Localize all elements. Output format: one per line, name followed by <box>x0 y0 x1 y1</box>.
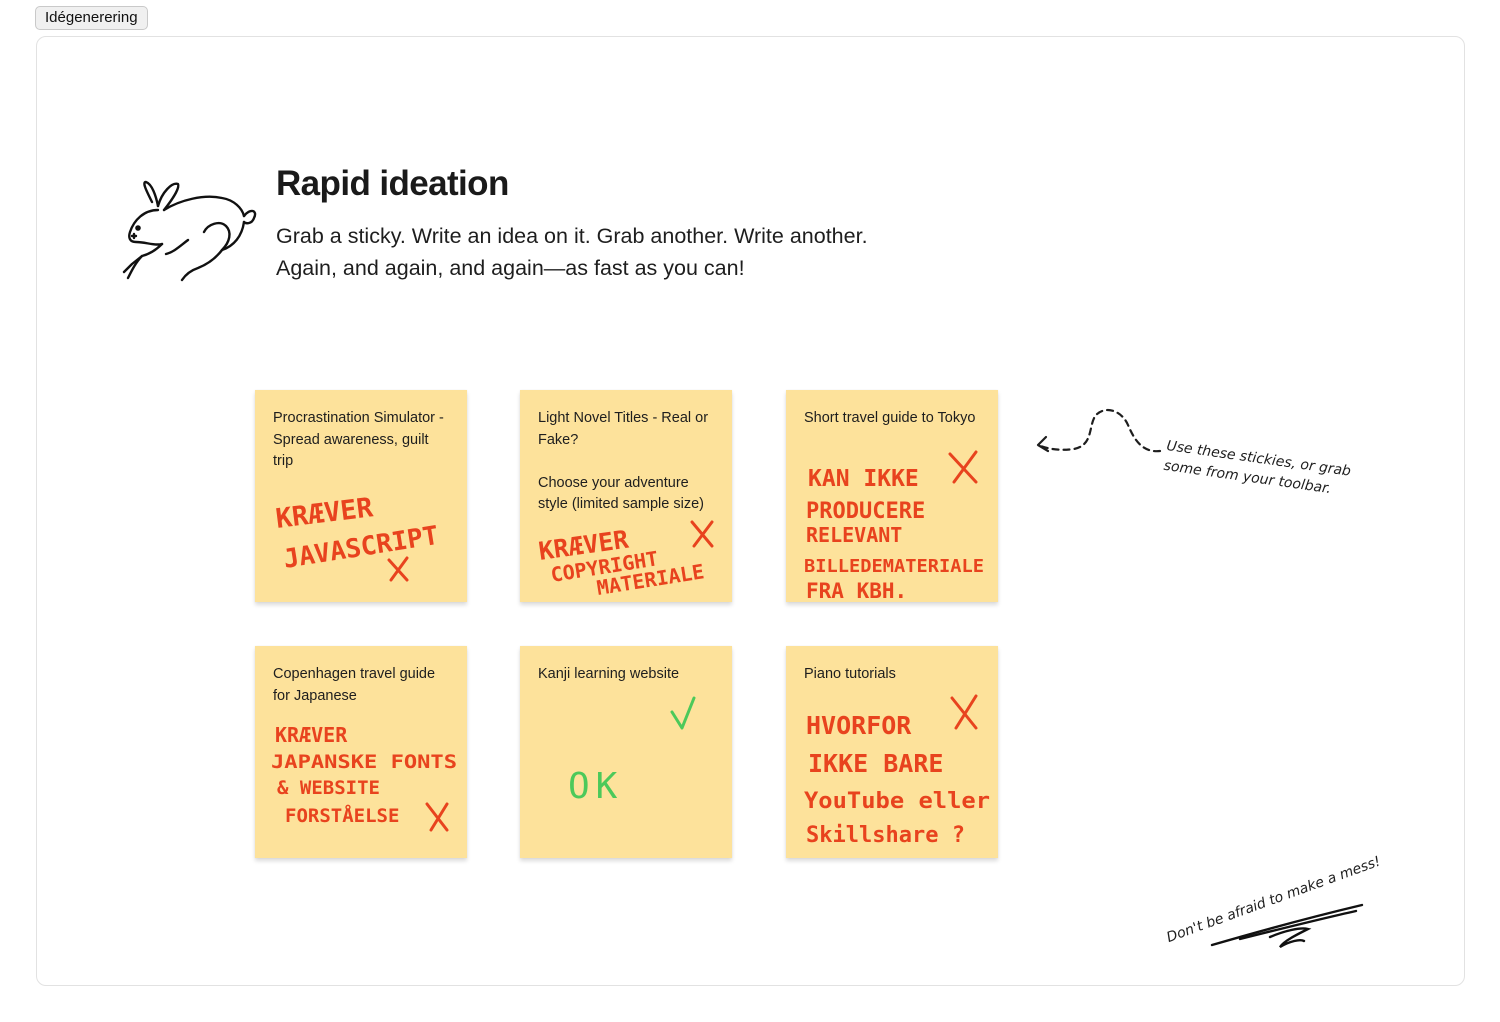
x-mark-icon <box>690 520 714 548</box>
sticky-text: Piano tutorials <box>804 666 896 682</box>
handwriting-line: JAPANSKE FONTS <box>271 751 457 773</box>
sticky-note[interactable]: Kanji learning website OK <box>520 646 732 858</box>
whiteboard-frame[interactable] <box>36 36 1465 986</box>
check-mark-icon <box>670 696 696 730</box>
handwriting-line: KRÆVER <box>537 525 631 566</box>
handwriting-line: & WEBSITE <box>277 777 380 799</box>
page-title: Rapid ideation <box>276 164 509 203</box>
handwriting-line: KRÆVER <box>274 492 375 535</box>
x-mark-icon <box>950 694 978 730</box>
x-mark-icon <box>425 802 449 832</box>
sticky-note[interactable]: Short travel guide to Tokyo KAN IKKE PRO… <box>786 390 998 602</box>
x-mark-icon <box>948 450 978 484</box>
sticky-text: Copenhagen travel guide for Japanese <box>273 666 436 704</box>
sticky-note[interactable]: Piano tutorials HVORFOR IKKE BARE YouTub… <box>786 646 998 858</box>
handwriting-line: BILLEDEMATERIALE <box>804 556 984 577</box>
dashed-arrow-icon <box>1036 408 1162 453</box>
sticky-text: Kanji learning website <box>538 666 680 682</box>
page-subtitle: Grab a sticky. Write an idea on it. Grab… <box>276 224 868 280</box>
rabbit-icon <box>122 180 257 282</box>
handwriting-line: YouTube eller <box>804 789 990 814</box>
handwriting-line: IKKE BARE <box>808 749 943 778</box>
handwriting-line: OK <box>568 766 623 807</box>
handwriting-line: MATERIALE <box>595 559 706 600</box>
frame-tab[interactable]: Idégenerering <box>35 6 148 30</box>
handwriting-line: COPYRIGHT <box>549 546 660 587</box>
handwriting-line: JAVASCRIPT <box>281 521 440 575</box>
sticky-note[interactable]: Procrastination Simulator - Spread aware… <box>255 390 467 602</box>
handwriting-line: RELEVANT <box>806 523 902 547</box>
sticky-note[interactable]: Copenhagen travel guide for Japanese KRÆ… <box>255 646 467 858</box>
handwriting-line: HVORFOR <box>806 711 912 740</box>
handwriting-line: KRÆVER <box>275 723 348 747</box>
handwriting-line: FORSTÅELSE <box>285 803 399 827</box>
sticky-text: Short travel guide to Tokyo <box>804 410 976 426</box>
handwriting-line: Skillshare ? <box>806 823 965 848</box>
sticky-text: Light Novel Titles - Real or Fake? Choos… <box>538 410 709 512</box>
handwriting-line: PRODUCERE <box>806 499 925 524</box>
x-mark-icon <box>387 556 409 582</box>
squiggle-icon <box>1210 903 1364 949</box>
handwriting-line: KAN IKKE <box>808 466 919 492</box>
handwriting-line: FRA KBH. <box>806 579 907 602</box>
sticky-note[interactable]: Light Novel Titles - Real or Fake? Choos… <box>520 390 732 602</box>
sticky-text: Procrastination Simulator - Spread aware… <box>273 410 444 469</box>
